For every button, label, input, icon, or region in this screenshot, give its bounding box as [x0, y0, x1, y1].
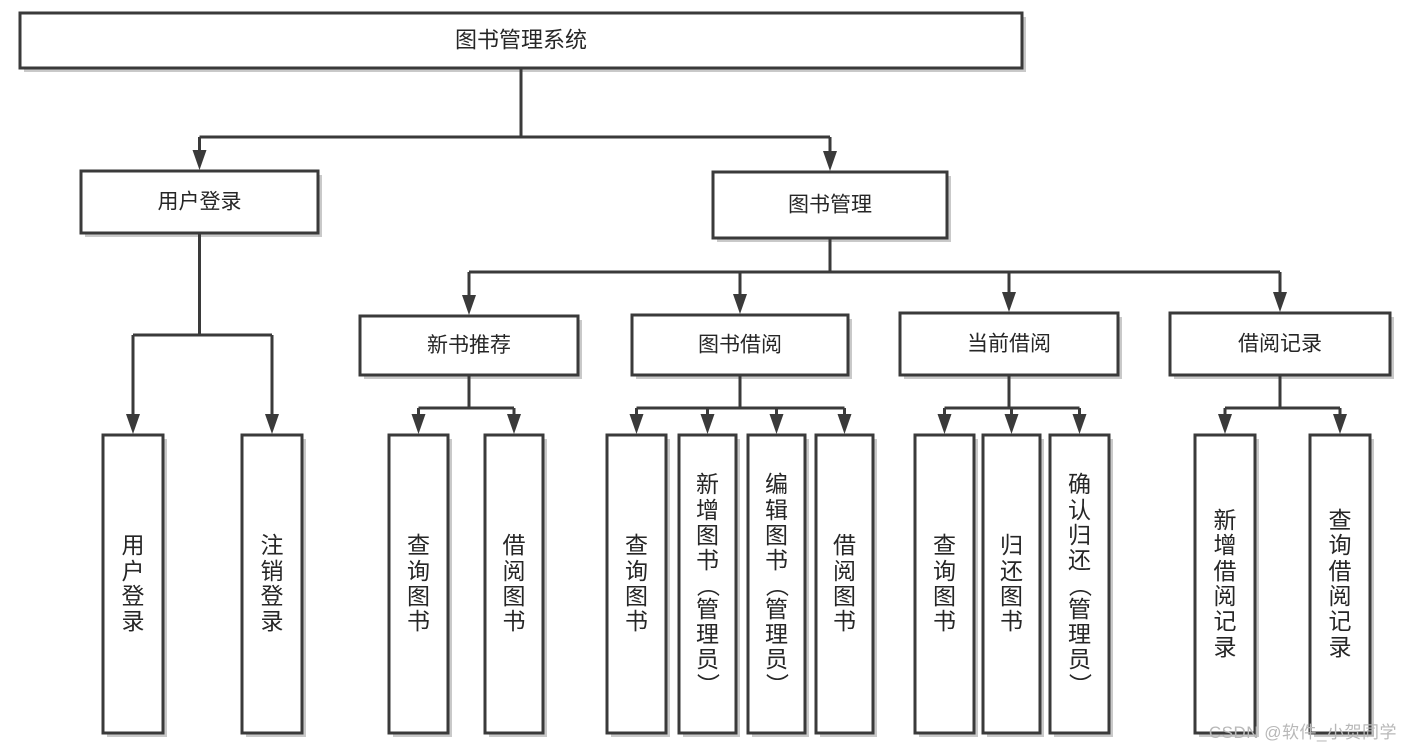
leaf-leaf-borrow-book-1-box[interactable] — [483, 433, 545, 735]
bookborrow-arrow-2 — [769, 414, 784, 434]
node-current-borrow-box[interactable] — [898, 311, 1120, 377]
curborrow-arrow-0 — [937, 414, 952, 434]
node-borrow-record-box[interactable] — [1168, 311, 1392, 377]
node-book-borrow-label: 图书借阅 — [698, 334, 782, 357]
bookborrow-arrow-1 — [700, 414, 715, 434]
node-current-borrow-label: 当前借阅 — [967, 333, 1051, 356]
node-box-layer — [18, 11, 1392, 735]
borrowrec-arrow-1 — [1333, 414, 1347, 434]
leaf-leaf-confirm-return-box[interactable] — [1048, 433, 1111, 735]
node-user-login-box[interactable] — [79, 169, 320, 235]
curborrow-arrow-2 — [1072, 414, 1087, 434]
userlogin-arrow-0 — [126, 414, 140, 434]
leaf-leaf-edit-book-box[interactable] — [746, 433, 807, 735]
bookmanage-arrow-3 — [1273, 292, 1287, 312]
node-borrow-record-label: 借阅记录 — [1238, 333, 1322, 356]
bookborrow-arrow-0 — [629, 414, 644, 434]
leaf-leaf-borrow-book-2-box[interactable] — [814, 433, 875, 735]
leaf-leaf-query-record-box[interactable] — [1308, 433, 1372, 735]
bookmanage-arrow-1 — [733, 294, 747, 314]
leaf-leaf-query-book-2-box[interactable] — [605, 433, 668, 735]
leaf-leaf-add-book-box[interactable] — [677, 433, 738, 735]
node-user-login-label: 用户登录 — [158, 191, 242, 214]
newbook-arrow-0 — [411, 414, 426, 434]
leaf-leaf-return-book-box[interactable] — [981, 433, 1042, 735]
userlogin-arrow-1 — [265, 414, 279, 434]
leaf-leaf-add-record-box[interactable] — [1193, 433, 1257, 735]
node-title-box[interactable] — [18, 11, 1024, 70]
connector-layer — [126, 68, 1347, 434]
root-arrow-1 — [823, 151, 837, 171]
newbook-arrow-1 — [507, 414, 521, 434]
bookmanage-arrow-0 — [462, 295, 476, 315]
leaf-leaf-logout-box[interactable] — [240, 433, 304, 735]
leaf-leaf-user-login-box[interactable] — [101, 433, 165, 735]
leaf-leaf-query-book-1-box[interactable] — [387, 433, 450, 735]
root-arrow-0 — [192, 150, 207, 170]
node-book-manage-label: 图书管理 — [788, 194, 872, 217]
node-new-book-recommend-label: 新书推荐 — [427, 334, 511, 357]
borrowrec-arrow-0 — [1218, 414, 1232, 434]
bookmanage-arrow-2 — [1002, 292, 1016, 312]
watermark: CSDN @软件_小贺同学 — [1208, 723, 1397, 742]
node-new-book-recommend-box[interactable] — [358, 314, 580, 377]
leaf-leaf-query-book-3-box[interactable] — [913, 433, 976, 735]
node-book-manage-box[interactable] — [711, 170, 949, 240]
bookborrow-arrow-3 — [837, 414, 852, 434]
node-title-label: 图书管理系统 — [455, 27, 587, 52]
curborrow-arrow-1 — [1004, 414, 1019, 434]
node-book-borrow-box[interactable] — [630, 313, 850, 377]
